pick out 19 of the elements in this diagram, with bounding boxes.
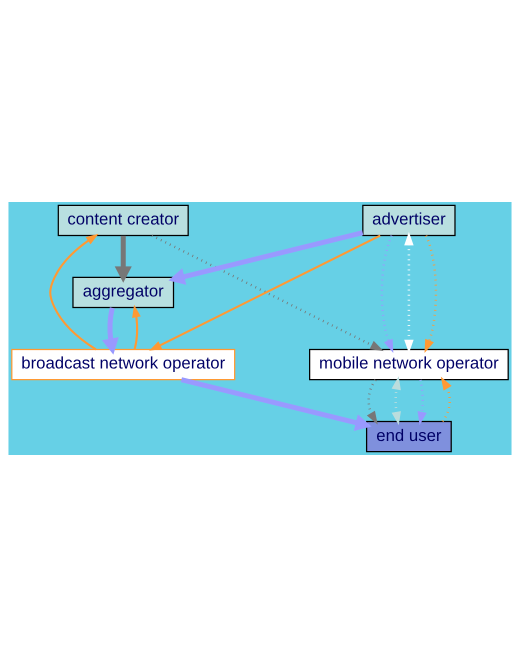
node-box: end user bbox=[366, 420, 452, 452]
arrow bbox=[380, 234, 394, 352]
node-box: broadcast network operator bbox=[11, 348, 236, 380]
arrow bbox=[132, 304, 141, 350]
node-box: content creator bbox=[58, 204, 189, 236]
arrow bbox=[114, 235, 132, 282]
node-box: advertiser bbox=[362, 204, 456, 236]
arrow bbox=[366, 378, 378, 424]
arrow bbox=[392, 376, 401, 425]
arrow bbox=[418, 379, 427, 425]
arrow bbox=[440, 376, 452, 422]
node-box: mobile network operator bbox=[309, 348, 509, 380]
arrow bbox=[404, 231, 414, 353]
arrow bbox=[49, 233, 99, 350]
arrow bbox=[180, 376, 372, 430]
arrow bbox=[168, 230, 364, 284]
arrow bbox=[102, 306, 119, 354]
node-box: aggregator bbox=[72, 276, 174, 308]
arrow bbox=[424, 234, 438, 352]
